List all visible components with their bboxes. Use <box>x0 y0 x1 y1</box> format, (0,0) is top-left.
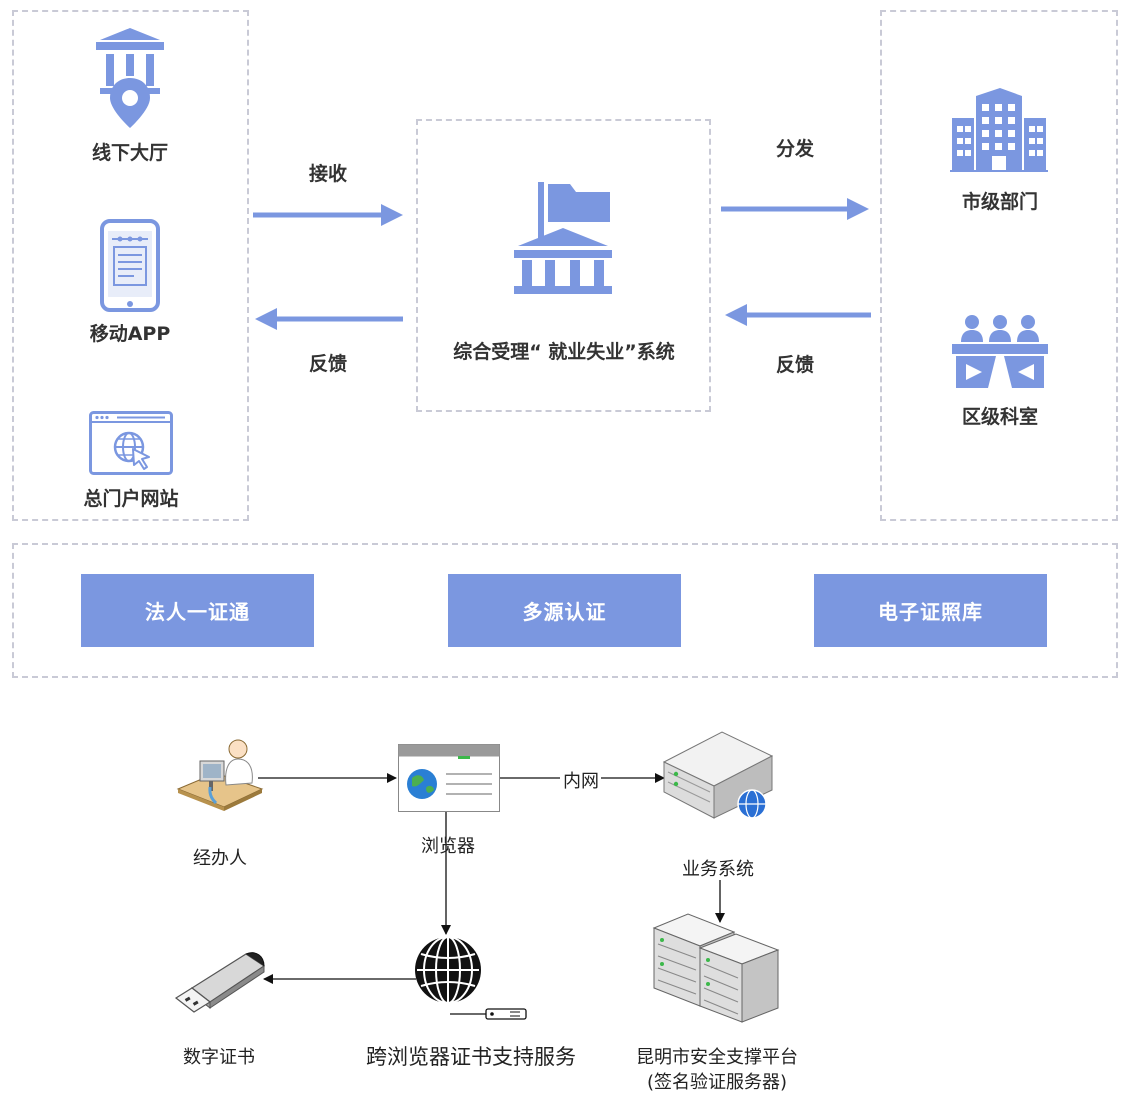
feedback-left-label: 反馈 <box>308 353 348 375</box>
service-multi-source-auth[interactable]: 多源认证 <box>448 574 681 647</box>
hall-icon <box>96 28 164 128</box>
platform-label-line1: 昆明市安全支撑平台 <box>636 1047 798 1068</box>
center-system-panel <box>416 119 711 412</box>
usb-key-icon <box>174 952 266 1013</box>
server-globe-icon <box>662 731 774 819</box>
intranet-label: 内网 <box>563 771 599 792</box>
service-e-license-library[interactable]: 电子证照库 <box>814 574 1047 647</box>
office-building-icon <box>950 88 1048 172</box>
operator-label: 经办人 <box>193 848 247 869</box>
meeting-people-icon <box>952 315 1048 388</box>
feedback-right-arrow <box>725 304 871 326</box>
browser-label: 浏览器 <box>421 836 475 857</box>
portal-label: 总门户网站 <box>83 488 179 510</box>
city-department-label: 市级部门 <box>961 191 1039 213</box>
business-system-label: 业务系统 <box>682 859 754 880</box>
channels-panel <box>12 10 249 521</box>
feedback-left-arrow <box>255 308 403 330</box>
hall-label: 线下大厅 <box>91 142 169 164</box>
distribute-label: 分发 <box>775 138 815 160</box>
receive-arrow <box>253 204 403 226</box>
government-building-flag-icon <box>514 182 612 294</box>
digital-certificate-label: 数字证书 <box>183 1047 255 1068</box>
center-system-label: 综合受理“ 就业失业”系统 <box>453 341 675 363</box>
mobile-app-label: 移动APP <box>89 323 171 345</box>
receive-label: 接收 <box>308 163 348 185</box>
departments-panel <box>880 10 1118 521</box>
server-cluster-icon <box>652 913 780 1023</box>
services-panel <box>12 543 1118 678</box>
service-legal-person-cert[interactable]: 法人一证通 <box>81 574 314 647</box>
distribute-arrow <box>721 198 869 220</box>
website-portal-icon <box>89 411 173 475</box>
operator-at-desk-icon <box>176 739 264 811</box>
platform-label-line2: (签名验证服务器) <box>646 1072 788 1093</box>
mobile-phone-icon <box>100 219 160 312</box>
browser-window-icon <box>398 744 500 812</box>
feedback-right-label: 反馈 <box>775 354 815 376</box>
globe-network-icon <box>415 936 527 1020</box>
cross-browser-service-label: 跨浏览器证书支持服务 <box>366 1045 576 1069</box>
district-department-label: 区级科室 <box>961 406 1039 428</box>
